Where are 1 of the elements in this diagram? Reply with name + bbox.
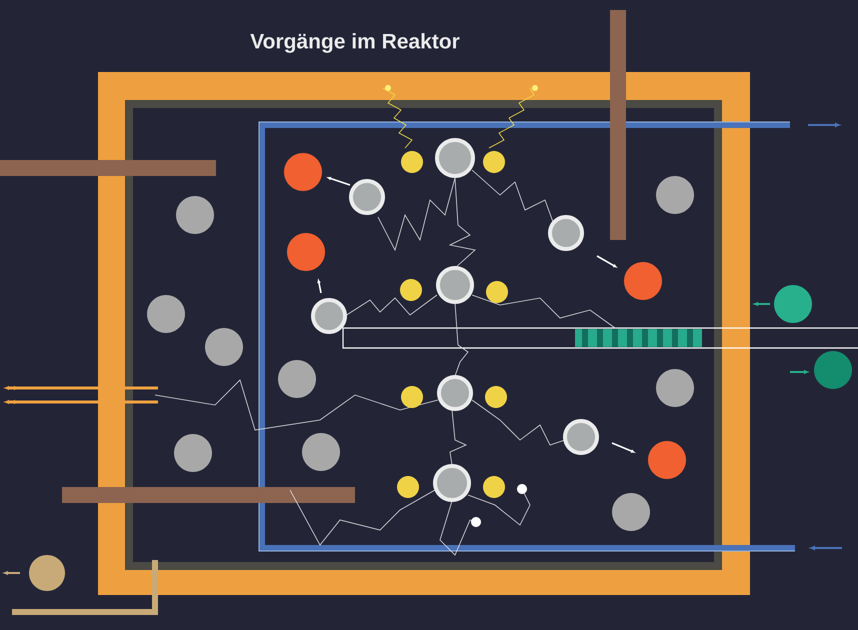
title: Vorgänge im Reaktor [250, 33, 460, 53]
